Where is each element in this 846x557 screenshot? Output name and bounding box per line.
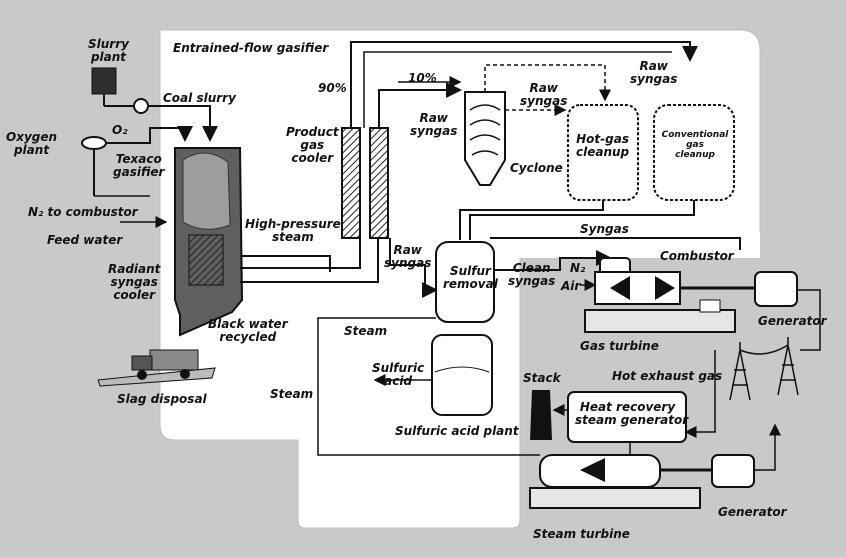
label-slag-disposal: Slag disposal: [117, 392, 207, 406]
label-generator-1: Generator: [758, 314, 827, 328]
label-10-pct: 10%: [408, 71, 437, 85]
label-o2: O₂: [112, 123, 128, 137]
conventional-gas-cleanup-vessel: [653, 104, 735, 201]
generator-1: [754, 271, 798, 307]
label-gas-turbine: Gas turbine: [580, 339, 659, 353]
label-sulfuric-acid-plant: Sulfuric acid plant: [395, 424, 519, 438]
label-coal-slurry: Coal slurry: [163, 91, 236, 105]
label-syngas: Syngas: [580, 222, 629, 236]
oxygen-plant-icon: [81, 136, 107, 150]
label-air: Air: [561, 279, 581, 293]
heat-recovery-steam-generator: [567, 391, 687, 443]
label-hot-exhaust-gas: Hot exhaust gas: [612, 369, 723, 383]
slag-truck-icon: [97, 349, 216, 387]
label-generator-2: Generator: [718, 505, 787, 519]
stack-icon: [530, 390, 552, 440]
label-90-pct: 90%: [318, 81, 347, 95]
label-stack: Stack: [523, 371, 561, 385]
label-n2-to-combustor: N₂ to combustor: [28, 205, 138, 219]
cyclone-icon: [464, 91, 506, 186]
sulfur-removal-vessel: [435, 241, 495, 323]
label-feed-water: Feed water: [47, 233, 123, 247]
gas-turbine-assembly: [584, 257, 760, 333]
steam-turbine-assembly: [529, 454, 715, 509]
slurry-plant-icon: [91, 67, 117, 95]
slurry-pump-icon: [133, 98, 149, 114]
label-steam-turbine: Steam turbine: [533, 527, 630, 541]
label-steam-mid: Steam: [344, 324, 388, 338]
label-n2: N₂: [570, 261, 586, 275]
radiant-cooler-tubes: [188, 234, 224, 286]
transmission-towers-icon: [729, 337, 799, 401]
diagram-title: Entrained-flow gasifier: [173, 41, 329, 55]
product-gas-cooler: [341, 127, 361, 239]
sulfuric-acid-tank: [431, 334, 493, 416]
label-cyclone: Cyclone: [510, 161, 563, 175]
label-steam-left: Steam: [270, 387, 314, 401]
generator-2: [711, 454, 755, 488]
label-combustor: Combustor: [660, 249, 734, 263]
